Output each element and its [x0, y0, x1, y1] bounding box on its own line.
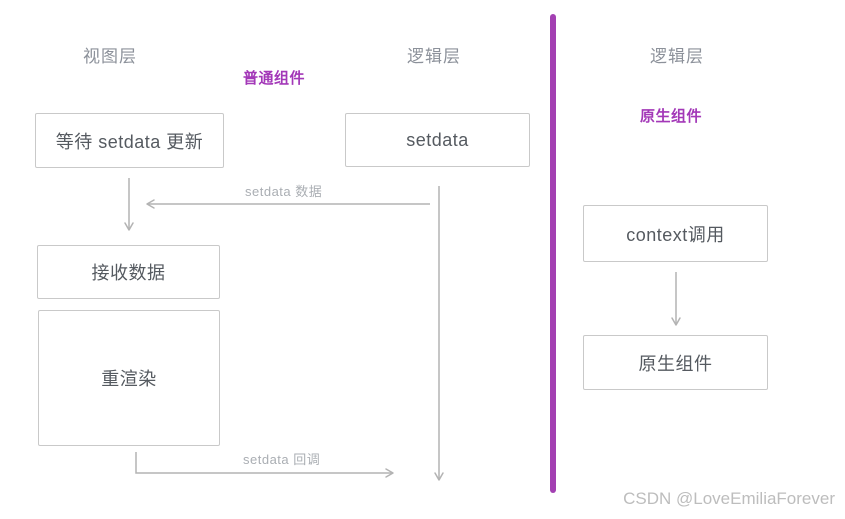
- native-component-title: 原生组件: [640, 108, 703, 125]
- setdata-callback-label: setdata 回调: [243, 452, 321, 467]
- rerender-box: 重渲染: [38, 310, 220, 446]
- logic-layer-header-right: 逻辑层: [650, 47, 704, 66]
- csdn-watermark: CSDN @LoveEmiliaForever: [623, 489, 835, 508]
- wait-setdata-box: 等待 setdata 更新: [35, 113, 224, 168]
- native-component-box: 原生组件: [583, 335, 768, 390]
- view-layer-header: 视图层: [83, 47, 137, 66]
- receive-data-box: 接收数据: [37, 245, 220, 299]
- setdata-box: setdata: [345, 113, 530, 167]
- ordinary-component-title: 普通组件: [243, 70, 306, 87]
- section-divider: [550, 14, 556, 493]
- setdata-data-label: setdata 数据: [245, 184, 323, 199]
- logic-layer-header-left: 逻辑层: [407, 47, 461, 66]
- context-call-box: context调用: [583, 205, 768, 262]
